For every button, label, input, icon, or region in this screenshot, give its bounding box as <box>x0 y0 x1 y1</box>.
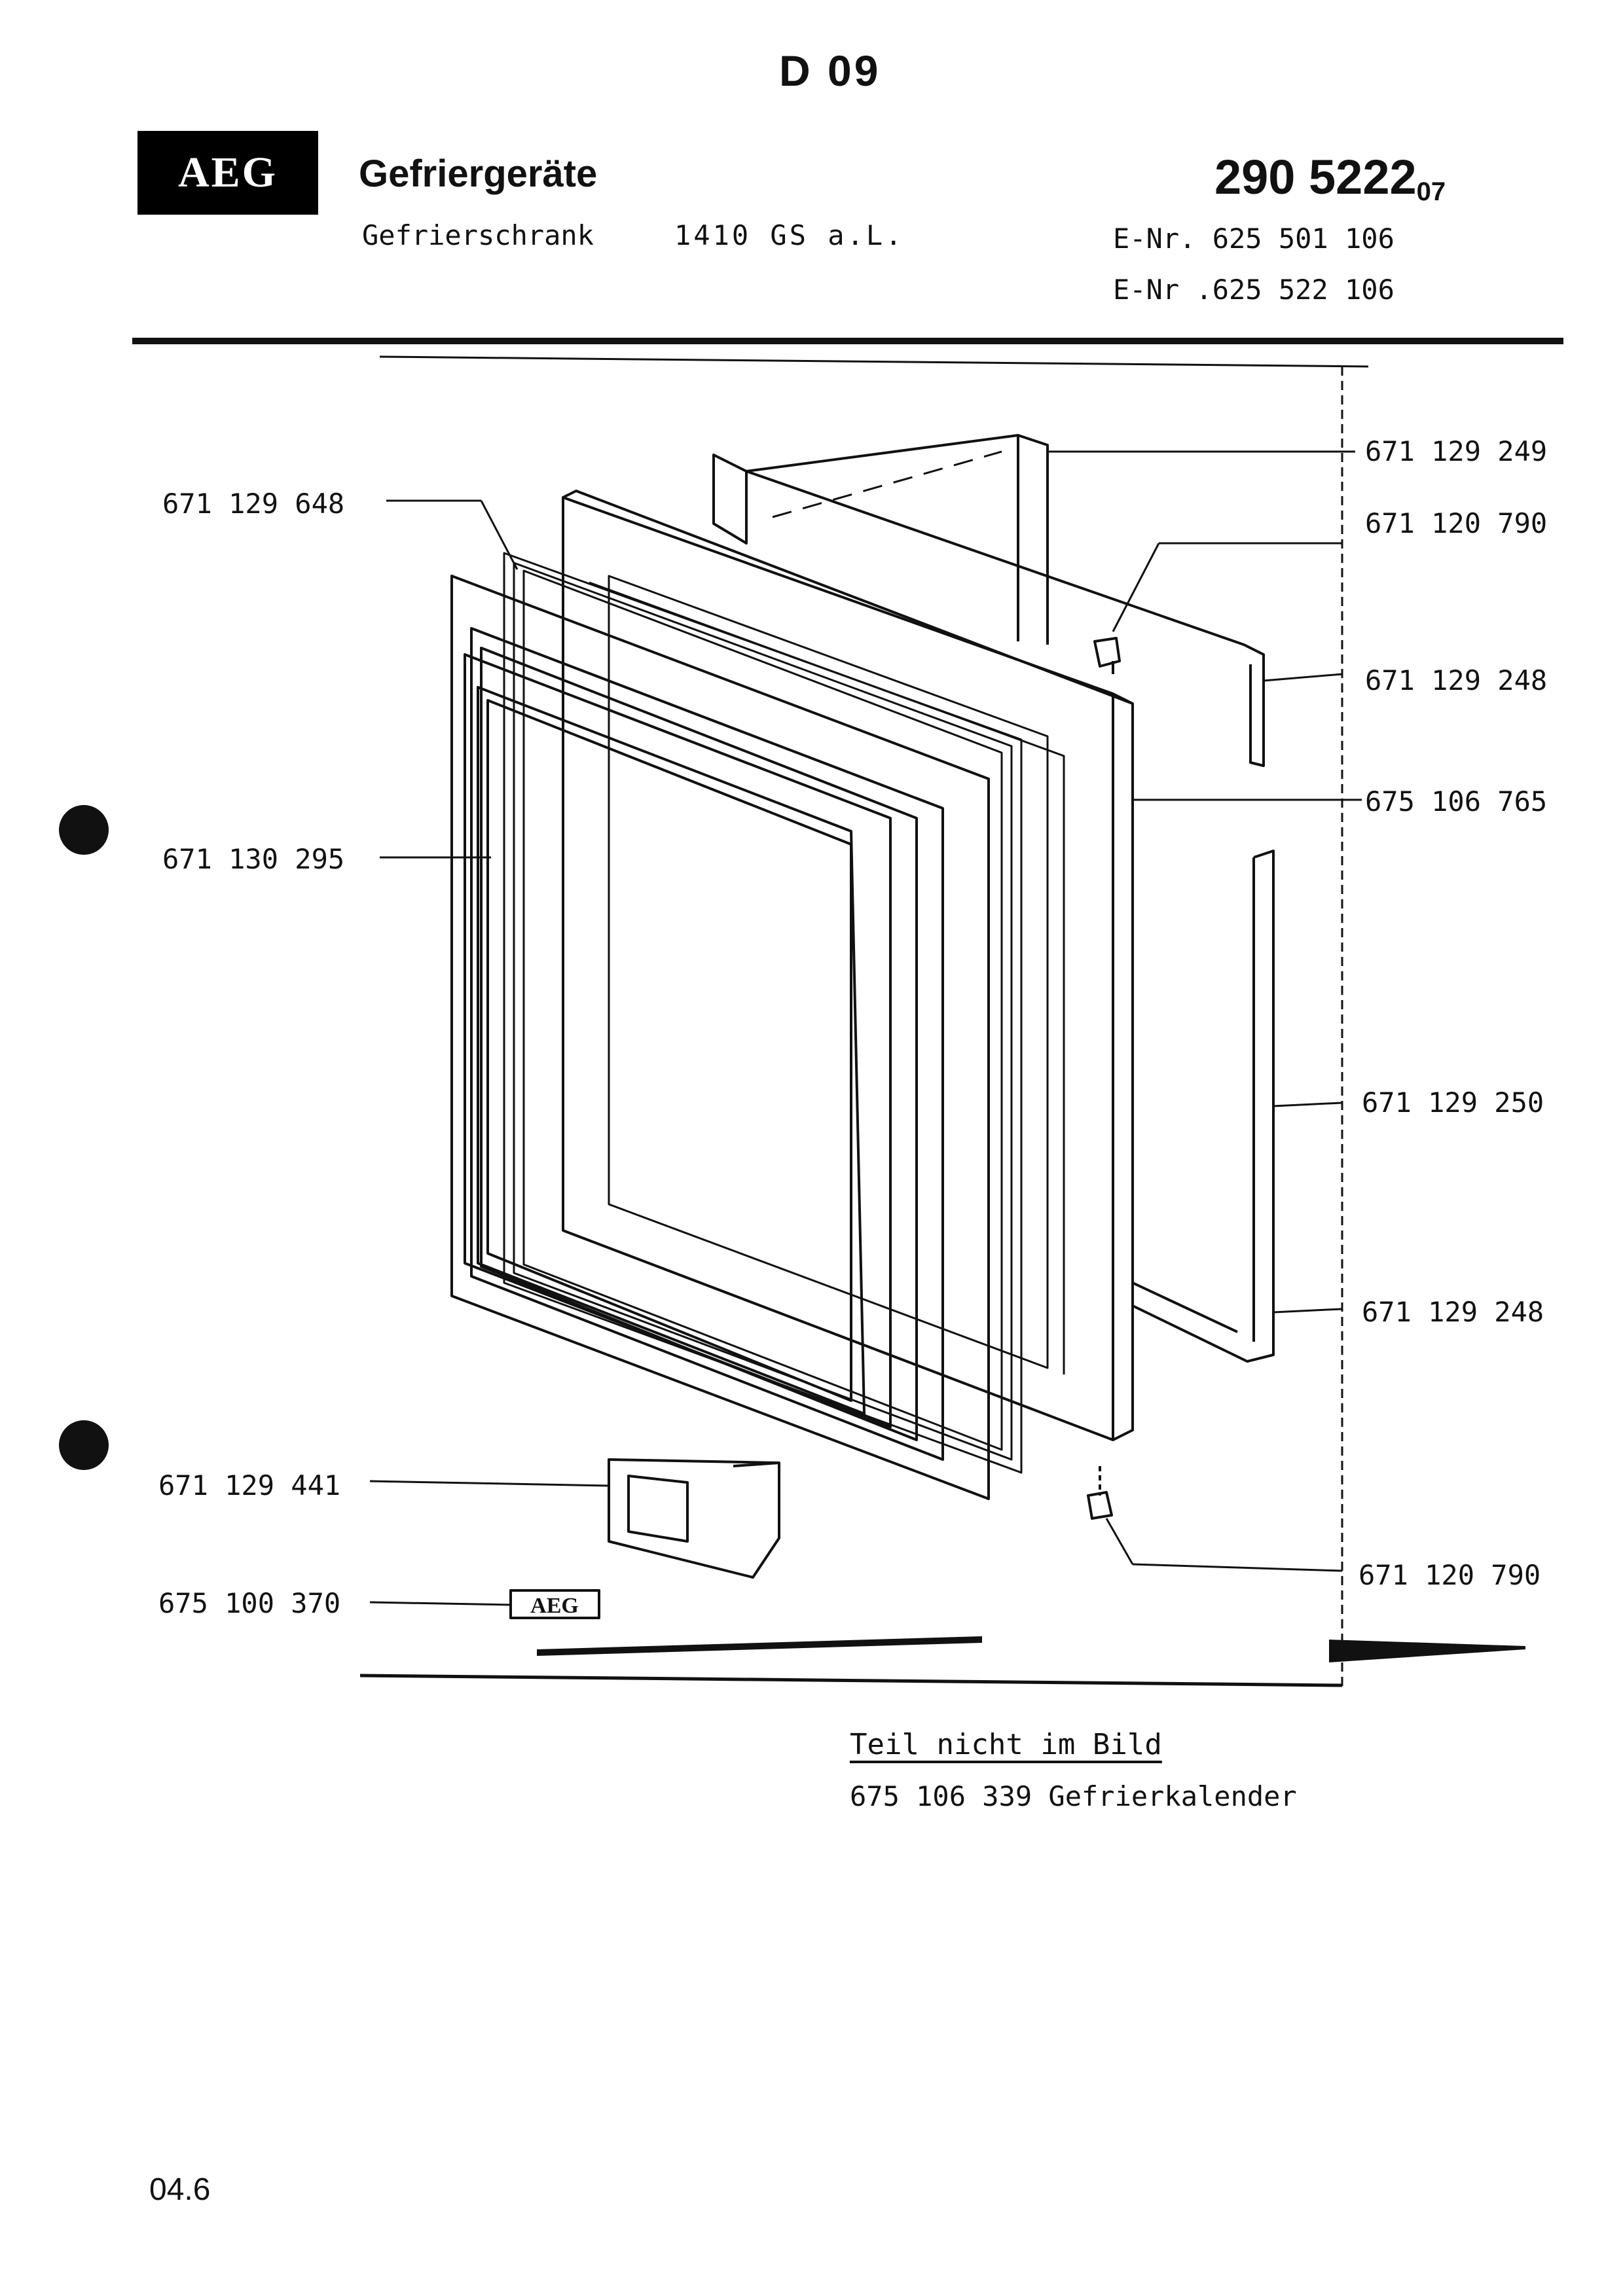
bottom-bracket <box>1132 850 1275 1363</box>
aeg-badge-text: AEG <box>530 1594 579 1618</box>
gasket-layers <box>503 552 1023 1474</box>
label-671-130-295: 671 130 295 <box>162 843 345 875</box>
note-title: Teil nicht im Bild <box>850 1728 1162 1761</box>
inner-door-panel <box>450 575 990 1500</box>
enr-line-2: E-Nr .625 522 106 <box>1113 274 1395 306</box>
leader-lines <box>369 450 1362 1606</box>
label-675-100-370: 675 100 370 <box>158 1587 341 1619</box>
category-title: Gefriergeräte <box>359 152 598 195</box>
label-671-129-248-top: 671 129 248 <box>1365 664 1548 696</box>
frame-bottom-streak <box>537 1636 982 1656</box>
frame-right-streak <box>1329 1640 1525 1662</box>
sheet-code: D 09 <box>779 46 881 95</box>
label-671-129-250: 671 129 250 <box>1362 1086 1544 1119</box>
enr-line-1: E-Nr. 625 501 106 <box>1113 223 1395 255</box>
label-671-129-648: 671 129 648 <box>162 488 345 520</box>
bullet-marker-2 <box>59 1420 109 1470</box>
bullet-marker-1 <box>59 805 109 855</box>
frame-bottom-line <box>359 1674 1343 1687</box>
aeg-logo: AEG <box>137 131 318 215</box>
appliance-subtitle: Gefrierschrank <box>362 219 594 251</box>
note-item: 675 106 339 Gefrierkalender <box>850 1780 1297 1812</box>
part-number-suffix: 07 <box>1416 177 1446 206</box>
label-671-129-248-bottom: 671 129 248 <box>1362 1296 1544 1328</box>
label-671-120-790-top: 671 120 790 <box>1365 507 1548 539</box>
aeg-badge-frame <box>509 1589 600 1619</box>
part-number-main: 290 5222 <box>1214 150 1417 204</box>
model-number: 1410 GS a.L. <box>674 219 905 251</box>
label-671-129-249: 671 129 249 <box>1365 435 1548 467</box>
label-671-120-790-bottom: 671 120 790 <box>1359 1559 1541 1591</box>
insulation-layer <box>608 575 1049 1369</box>
frame-top-line <box>379 355 1369 368</box>
label-675-106-765: 675 106 765 <box>1365 785 1548 817</box>
page-number: 04.6 <box>149 2172 211 2207</box>
label-671-129-441: 671 129 441 <box>158 1469 341 1501</box>
hinge-cap-bottom <box>1087 1466 1113 1520</box>
hinge-cap-top <box>1093 637 1121 674</box>
top-hinge-bracket <box>712 434 1265 767</box>
door-body <box>562 490 1134 1441</box>
header-rule <box>132 338 1563 344</box>
part-number: 290 522207 <box>1214 149 1446 207</box>
door-handle <box>608 1458 780 1579</box>
